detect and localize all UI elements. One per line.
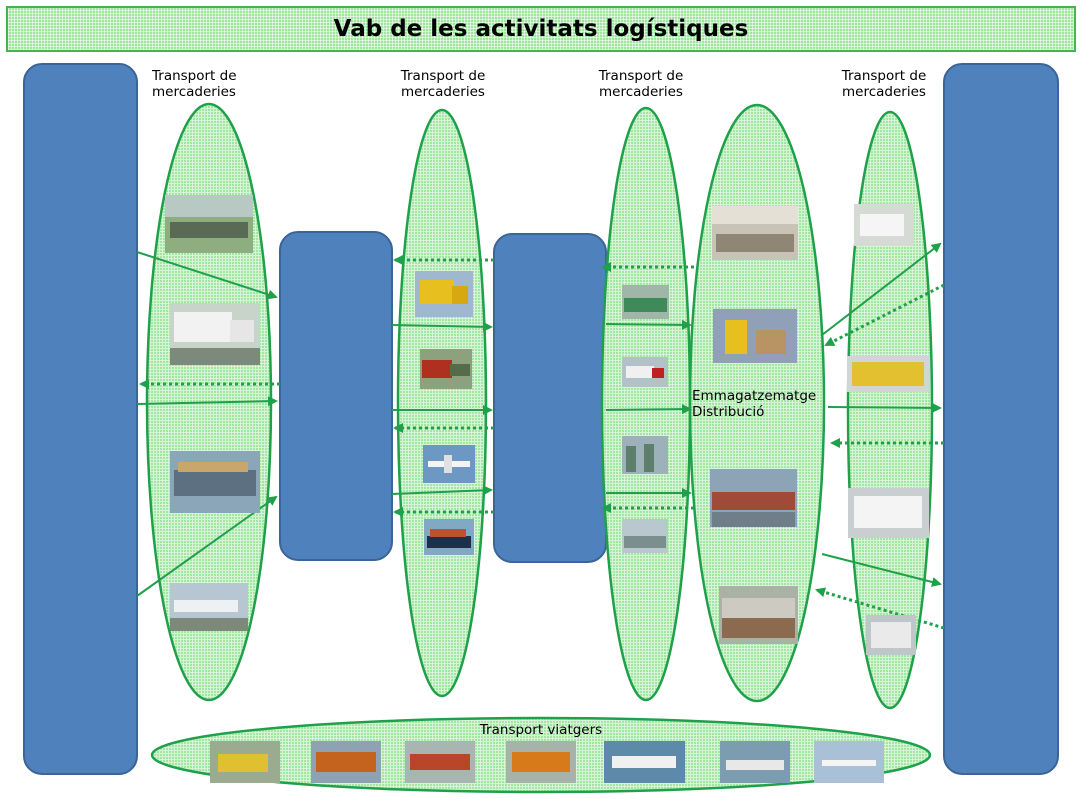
title-banner: Vab de les activitats logístiques [6,6,1076,52]
node-box-2 [493,233,607,563]
flow-arrow [136,495,278,597]
passenger-label: Transport viatgers [479,722,603,738]
train-photo [506,741,576,783]
column-label-3: Transport de mercaderies [598,68,684,100]
return-arrow [824,283,945,347]
bus-photo [311,741,381,783]
column-label-1: Transport de mercaderies [152,68,237,100]
white-van-photo [848,488,929,538]
truck-convoy-photo [165,195,253,253]
column-label-4: Transport de mercaderies [841,68,927,100]
return-arrow [815,587,945,630]
column-label-2: Transport de mercaderies [400,68,486,100]
small-van-photo [866,615,916,655]
freight-train-photo [420,349,472,389]
ferry-photo [604,741,685,783]
transport-ellipse-3 [600,106,692,702]
flow-arrow [136,251,278,300]
flow-arrow [821,553,942,587]
flow-arrow [136,396,278,407]
flow-arrow [821,242,942,336]
transport-ellipse-2 [396,108,488,698]
warehouse-building-photo [719,586,798,644]
cargo-plane-photo [170,583,248,631]
port-yard-photo [710,469,797,527]
source-box [23,63,138,775]
flow-arrow [391,485,493,496]
storage-tanks-photo [622,285,669,319]
flow-arrow [391,321,493,332]
forklift-photo [713,309,797,363]
port-cranes-photo [622,436,668,474]
ship-photo [720,741,790,783]
destination-box [943,63,1059,775]
taxi-photo [210,741,280,783]
white-truck-photo [170,303,260,365]
tram-photo [405,741,475,783]
container-ship-photo [424,519,474,555]
terminal-photo [622,519,668,553]
node-box-1 [279,231,393,561]
airliner-photo [814,741,884,783]
yellow-van-photo [847,356,930,392]
airplane-photo [423,445,475,483]
container-ship-photo [170,451,260,513]
yellow-truck-photo [415,271,473,317]
warehouse-interior-photo [712,206,798,260]
white-van-photo [854,204,914,246]
diagram-title: Vab de les activitats logístiques [333,16,749,42]
truck-photo [622,357,668,387]
flow-arrow [605,404,692,415]
warehouse-label: Emmagatzematge Distribució [692,388,817,420]
flow-arrow [827,402,942,413]
flow-arrow [605,319,692,330]
